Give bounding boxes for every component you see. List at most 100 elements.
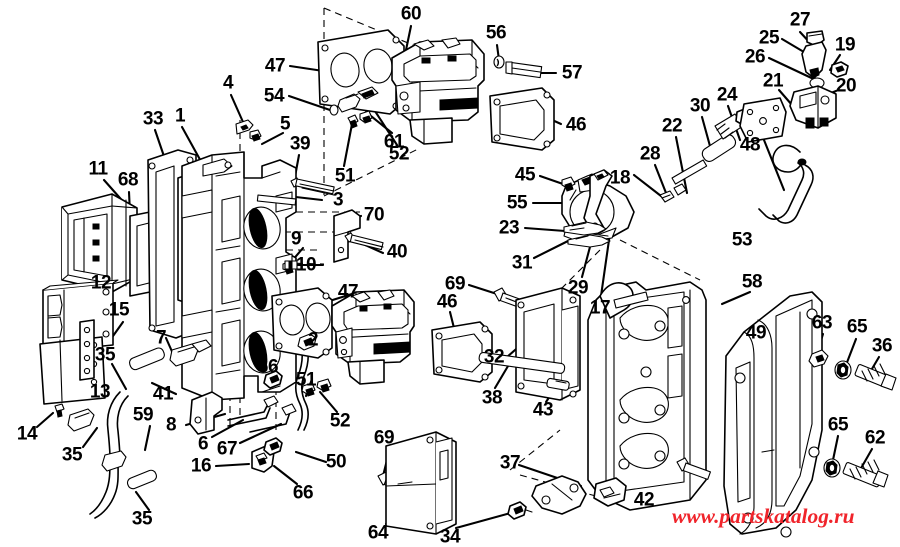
- part-67-link: [249, 403, 297, 433]
- part-15-reed-stop: [79, 319, 95, 381]
- part-4-bracket: [235, 119, 254, 135]
- callout-number: 54: [263, 85, 285, 107]
- part-62-bolt: [842, 459, 889, 488]
- callout-number: 66: [292, 482, 314, 504]
- part-19-nut: [830, 61, 849, 78]
- part-21-plate: [739, 97, 787, 143]
- callout-number: 35: [94, 344, 116, 366]
- part-34-screw: [507, 501, 533, 520]
- callout-number: 51: [334, 165, 356, 187]
- callout-number: 38: [481, 387, 503, 409]
- part-30-sleeve: [701, 134, 737, 162]
- part-35-connector-c: [126, 469, 157, 490]
- callout-number: 66: [257, 356, 279, 378]
- callout-number: 4: [222, 72, 234, 94]
- callout-number: 56: [485, 22, 507, 44]
- part-53-hose: [758, 162, 814, 224]
- part-39-bolt: [290, 177, 335, 196]
- part-47-gasket-upper: [317, 29, 405, 115]
- callout-number: 18: [609, 167, 631, 189]
- part-35-connector-a: [67, 408, 95, 432]
- callout-number: 50: [325, 451, 347, 473]
- callout-number: 65: [846, 316, 868, 338]
- part-63-boss: [808, 349, 829, 368]
- part-64-cover: [385, 431, 457, 535]
- callout-number: 68: [117, 169, 139, 191]
- callout-number: 2: [307, 329, 319, 351]
- part-57-bolt: [505, 61, 543, 79]
- part-28-rod: [671, 159, 708, 185]
- part-52-screw-lower: [316, 378, 332, 393]
- part-66-bushing-upper: [263, 370, 283, 389]
- callout-number: 15: [108, 299, 130, 321]
- part-46-gasket-upper: [489, 87, 555, 151]
- part-20-valve-body: [789, 85, 837, 129]
- callout-number: 61: [383, 131, 405, 153]
- part-12-reed-plate: [42, 279, 119, 353]
- callout-number: 47: [337, 281, 359, 303]
- callout-number: 33: [142, 108, 164, 130]
- part-56-oring: [493, 55, 505, 69]
- callout-number: 16: [190, 455, 212, 477]
- callout-number: 43: [532, 399, 554, 421]
- callout-number: 69: [444, 273, 466, 295]
- callout-number: 24: [716, 84, 738, 106]
- part-8-bracket: [189, 391, 223, 435]
- part-1-intake-manifold: [181, 151, 297, 401]
- callout-number: 8: [165, 414, 177, 436]
- part-18-rod: [659, 190, 675, 203]
- callout-number: 51: [295, 369, 317, 391]
- part-43-pin: [546, 377, 570, 391]
- callout-number: 12: [90, 272, 112, 294]
- callout-number: 31: [511, 252, 533, 274]
- callout-number: 63: [811, 312, 833, 334]
- callout-number: 23: [498, 217, 520, 239]
- callout-number: 29: [567, 277, 589, 299]
- callout-number: 42: [633, 489, 655, 511]
- part-41-nipple: [128, 347, 165, 371]
- part-7-nipple: [169, 339, 212, 367]
- callout-number: 39: [289, 133, 311, 155]
- part-51-screw-lower: [301, 382, 316, 397]
- part-6-rod: [227, 395, 279, 427]
- callout-number: 58: [741, 271, 763, 293]
- callout-number: 64: [367, 522, 389, 544]
- callout-number: 52: [329, 410, 351, 432]
- part-65-washer-lower: [823, 458, 841, 478]
- part-3-stud: [256, 194, 297, 206]
- part-46-gasket-lower: [431, 321, 493, 383]
- part-48-hose-clip: [772, 144, 807, 173]
- part-66-bushing-lower: [263, 437, 283, 456]
- part-35-connector-b: [101, 450, 127, 472]
- callout-number: 25: [758, 27, 780, 49]
- part-38-rod: [478, 351, 566, 374]
- callout-number: 10: [295, 254, 317, 276]
- callout-number: 9: [290, 228, 302, 250]
- callout-number: 13: [89, 381, 111, 403]
- callout-number: 48: [739, 134, 761, 156]
- callout-number: 46: [565, 114, 587, 136]
- part-60-carburetor-upper: [329, 37, 485, 145]
- callout-number: 5: [279, 113, 291, 135]
- callout-number: 57: [561, 62, 583, 84]
- callout-number: 17: [589, 297, 611, 319]
- callout-number: 62: [864, 427, 886, 449]
- callout-number: 49: [745, 322, 767, 344]
- part-37-bracket: [531, 475, 587, 515]
- part-65-washer-upper: [834, 360, 852, 380]
- callout-number: 32: [483, 346, 505, 368]
- part-5-screw: [249, 129, 262, 142]
- callout-number: 65: [827, 414, 849, 436]
- part-42-bolt: [676, 457, 711, 480]
- callout-number: 67: [216, 438, 238, 460]
- callout-number: 35: [61, 444, 83, 466]
- callout-number: 28: [639, 143, 661, 165]
- callout-number: 26: [744, 46, 766, 68]
- part-36-bolt: [854, 363, 897, 391]
- callout-number: 69: [373, 427, 395, 449]
- part-47-gasket-lower: [271, 287, 333, 359]
- callout-number: 34: [439, 526, 461, 547]
- callout-number: 52: [388, 143, 410, 165]
- part-58-exhaust-housing: [587, 281, 707, 511]
